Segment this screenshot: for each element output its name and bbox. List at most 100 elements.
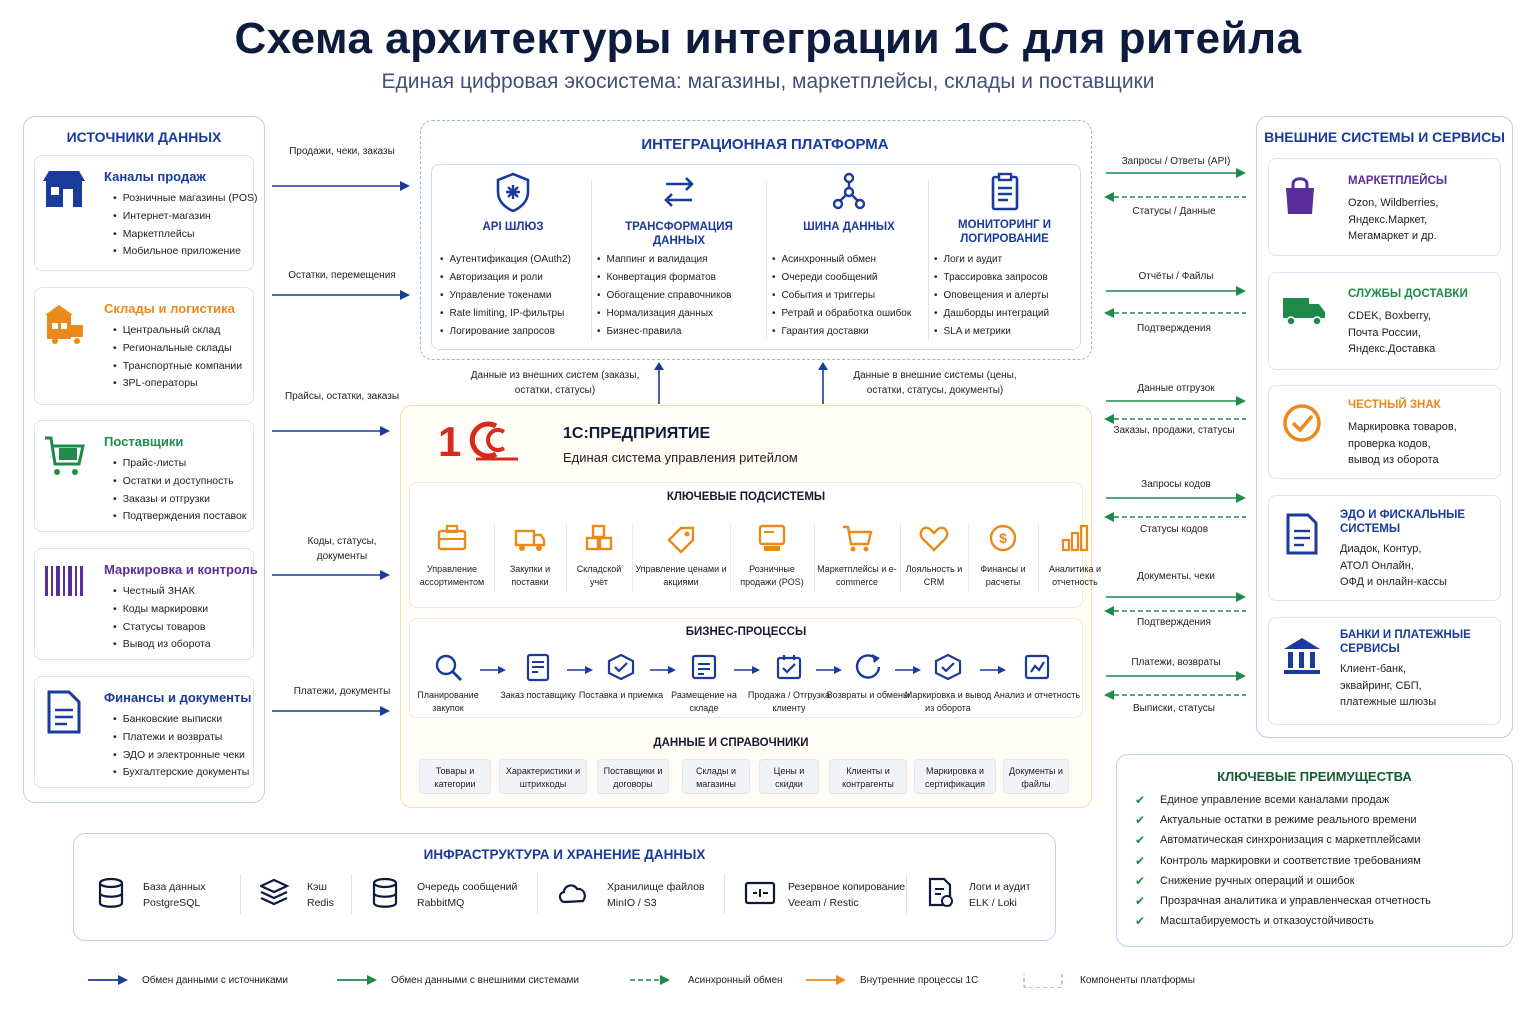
source-card-title: Маркировка и контроль bbox=[104, 562, 258, 577]
logo-1c: 1 bbox=[436, 418, 520, 467]
platform-col-title: ШИНА ДАННЫХ bbox=[803, 221, 895, 233]
infra-tech: RabbitMQ bbox=[417, 897, 465, 909]
text-line: Яндекс.Маркет, bbox=[1348, 213, 1428, 226]
infra-icon bbox=[258, 877, 292, 909]
separator bbox=[591, 180, 592, 340]
source-card-title: Каналы продаж bbox=[104, 169, 206, 184]
svg-text:$: $ bbox=[999, 530, 1007, 546]
legend-label: Асинхронный обмен bbox=[688, 975, 783, 986]
process-step: Размещение на складе bbox=[671, 690, 737, 713]
separator bbox=[566, 522, 567, 592]
source-icon-2 bbox=[43, 301, 87, 345]
external-card-title: ЧЕСТНЫЙ ЗНАК bbox=[1348, 399, 1441, 411]
legend-label: Компоненты платформы bbox=[1080, 975, 1195, 986]
infra-name: Кэш bbox=[307, 881, 327, 893]
data-directory-chip: Поставщики и договоры bbox=[597, 759, 669, 794]
process-icon bbox=[523, 652, 553, 682]
platform-col-icon-2 bbox=[662, 172, 696, 212]
process-step: Заказ поставщику bbox=[500, 690, 576, 700]
source-icon-3 bbox=[43, 434, 87, 478]
list-item: Гарантия доставки bbox=[772, 323, 911, 341]
arrow-right bbox=[649, 662, 676, 674]
source-card-title: Поставщики bbox=[104, 434, 184, 449]
list-item: Бухгалтерские документы bbox=[113, 764, 250, 782]
external-icon-3 bbox=[1282, 403, 1326, 447]
external-flow-in-label: Подтверждения bbox=[1137, 617, 1211, 628]
process-step: Возвраты и обмены bbox=[826, 690, 910, 700]
external-card-text: Ozon, Wildberries,Яндекс.Маркет,Мегамарк… bbox=[1348, 195, 1438, 245]
list-item: Трассировка запросов bbox=[934, 269, 1049, 287]
subsystem-icon bbox=[436, 522, 468, 554]
list-item: Нормализация данных bbox=[597, 305, 731, 323]
legend-marker bbox=[1023, 971, 1065, 989]
external-flow-out-label: Платежи, возвраты bbox=[1131, 657, 1221, 668]
subsystem-icon bbox=[756, 522, 788, 554]
flow-to-external: Данные в внешние системы (цены, остатки,… bbox=[853, 370, 1017, 396]
separator bbox=[240, 874, 241, 914]
list-item: Логи и аудит bbox=[934, 251, 1049, 269]
infra-tech: Veeam / Restic bbox=[788, 897, 859, 909]
subsystem-icon bbox=[1059, 522, 1091, 554]
list-item: Обогащение справочников bbox=[597, 287, 732, 305]
list-item: Маркетплейсы bbox=[113, 226, 258, 244]
arrow-right bbox=[480, 662, 506, 674]
text-line: платежные шлюзы bbox=[1340, 696, 1437, 708]
arrow-right bbox=[272, 424, 390, 436]
legend-marker bbox=[630, 974, 672, 988]
text-line: вывод из оборота bbox=[1348, 454, 1439, 466]
subsystem-label: Аналитика и отчетность bbox=[1048, 564, 1102, 587]
infra-tech: PostgreSQL bbox=[143, 897, 201, 909]
external-icon-5 bbox=[1282, 635, 1326, 679]
arrow-right bbox=[815, 662, 842, 674]
list-item: Подтверждения поставок bbox=[113, 508, 247, 526]
list-item: Центральный склад bbox=[113, 322, 242, 340]
process-step: Поставка и приемка bbox=[578, 690, 664, 700]
platform-title: ИНТЕГРАЦИОННАЯ ПЛАТФОРМА bbox=[641, 136, 889, 153]
infra-name: Резервное копирование bbox=[788, 881, 906, 893]
infra-tech: ELK / Loki bbox=[969, 897, 1017, 909]
arrow-right-green bbox=[1106, 491, 1246, 503]
data-directory-chip: Характеристики и штрихкоды bbox=[499, 759, 587, 794]
list-item: Ретрай и обработка ошибок bbox=[772, 305, 912, 323]
external-flow-in-label: Выписки, статусы bbox=[1133, 703, 1215, 714]
arrow-right-green bbox=[1106, 590, 1246, 602]
separator bbox=[351, 874, 352, 914]
external-icon-1 bbox=[1282, 176, 1326, 220]
advantages-list: Единое управление всеми каналами продажА… bbox=[1135, 790, 1431, 932]
separator bbox=[928, 180, 929, 340]
list-item: Бизнес-правила bbox=[597, 323, 731, 341]
platform-col-list: Логи и аудитТрассировка запросовОповещен… bbox=[934, 251, 1050, 341]
legend-label: Обмен данными с внешними системами bbox=[391, 975, 579, 986]
external-flow-out-label: Отчёты / Файлы bbox=[1138, 271, 1214, 282]
advantage-item: Автоматическая синхронизация с маркетпле… bbox=[1135, 830, 1431, 850]
separator bbox=[724, 874, 725, 914]
process-step: Планирование закупок bbox=[417, 690, 479, 713]
separator bbox=[906, 874, 907, 914]
infra-tech: Redis bbox=[307, 897, 334, 909]
text-line: проверка кодов, bbox=[1348, 437, 1431, 450]
arrow-left-green-dashed bbox=[1104, 306, 1246, 318]
external-systems-title: ВНЕШНИЕ СИСТЕМЫ И СЕРВИСЫ bbox=[1264, 129, 1505, 145]
source-icon-5 bbox=[43, 690, 87, 734]
external-flow-in-label: Заказы, продажи, статусы bbox=[1113, 425, 1235, 436]
external-card-text: Маркировка товаров, проверка кодов, вывод … bbox=[1348, 419, 1457, 469]
advantages-panel: КЛЮЧЕВЫЕ ПРЕИМУЩЕСТВА Единое управление … bbox=[1116, 754, 1513, 947]
source-card-list: Центральный складРегиональные складыТран… bbox=[113, 322, 242, 393]
external-card-text: Клиент-банк,эквайринг, СБП,платежные шлю… bbox=[1340, 661, 1436, 711]
list-item: Маппинг и валидация bbox=[597, 251, 731, 269]
platform-col-icon-1 bbox=[496, 172, 530, 213]
source-card-title: Финансы и документы bbox=[104, 690, 252, 705]
subsystem-icon: $ bbox=[987, 522, 1019, 554]
arrow-right bbox=[272, 704, 390, 716]
source-card-list: Розничные магазины (POS)Интернет-магазин… bbox=[113, 190, 258, 261]
separator bbox=[632, 522, 633, 592]
subsystem-label: Закупки и поставки bbox=[509, 564, 551, 587]
list-item: Коды маркировки bbox=[113, 601, 211, 619]
external-icon-4 bbox=[1282, 513, 1326, 557]
source-flow-label: Коды, статусы, документы bbox=[307, 536, 377, 562]
list-item: Статусы товаров bbox=[113, 619, 211, 637]
text-line: Маркировка товаров, bbox=[1348, 421, 1457, 433]
separator bbox=[494, 522, 495, 592]
